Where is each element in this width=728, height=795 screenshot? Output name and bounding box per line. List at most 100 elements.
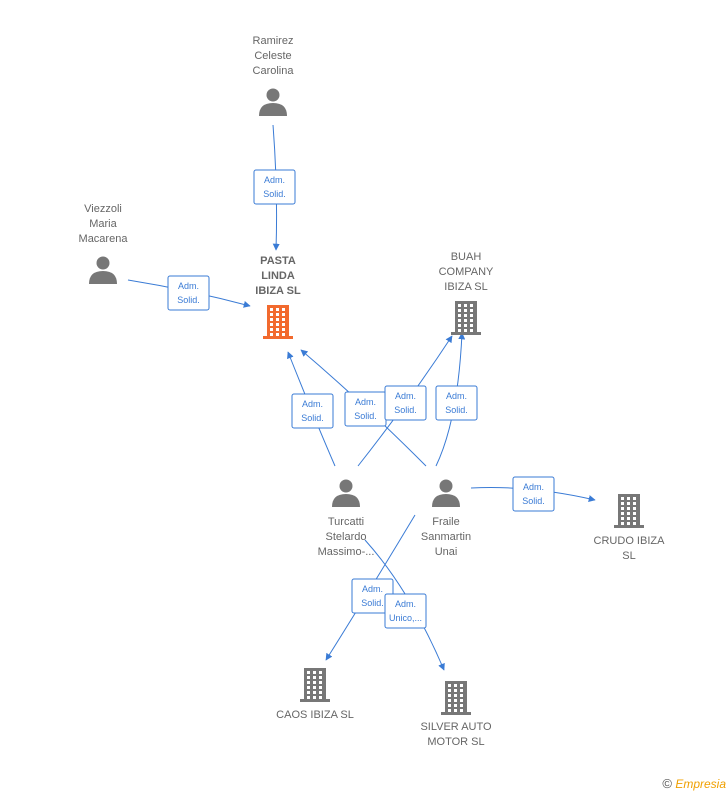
building-window: [464, 319, 467, 322]
building-window: [621, 497, 624, 500]
node-label-line: Sanmartin: [421, 531, 471, 543]
building-window: [276, 333, 279, 336]
building-window: [458, 329, 461, 332]
node-label-line: Ramirez: [253, 35, 294, 47]
building-window: [282, 328, 285, 331]
node-label-line: IBIZA SL: [444, 281, 487, 293]
building-window: [313, 691, 316, 694]
person-body: [332, 494, 360, 507]
building-window: [633, 512, 636, 515]
building-window: [454, 684, 457, 687]
node-buah[interactable]: BUAH COMPANY IBIZA SL: [439, 251, 494, 335]
edge-label-text: Adm.: [302, 399, 323, 409]
building-window: [633, 502, 636, 505]
building-base: [263, 336, 293, 339]
person-head: [339, 479, 353, 493]
building-window: [319, 696, 322, 699]
building-window: [458, 304, 461, 307]
building-window: [313, 686, 316, 689]
node-silver[interactable]: SILVER AUTO MOTOR SL: [420, 681, 492, 748]
node-label-line: BUAH: [451, 251, 482, 263]
building-window: [470, 314, 473, 317]
building-window: [460, 694, 463, 697]
node-label-line: Carolina: [253, 65, 295, 77]
building-window: [313, 696, 316, 699]
edge-label-turcatti-buah[interactable]: Adm.Solid.: [384, 385, 427, 421]
building-window: [282, 333, 285, 336]
edge-label-fraile-buah[interactable]: Adm.Solid.: [435, 385, 478, 421]
edge-label-turcatti-pasta[interactable]: Adm.Solid.: [291, 393, 334, 429]
building-window: [313, 681, 316, 684]
person-head: [96, 256, 110, 270]
building-window: [627, 502, 630, 505]
edge-label-text: Solid.: [522, 496, 545, 506]
edge-label-viezzoli-pasta[interactable]: Adm.Solid.: [167, 275, 210, 311]
building-window: [448, 709, 451, 712]
person-icon: [432, 479, 460, 507]
building-base: [614, 525, 644, 528]
building-window: [470, 319, 473, 322]
building-icon: [300, 668, 330, 702]
node-label-line: MOTOR SL: [427, 736, 484, 748]
building-window: [464, 314, 467, 317]
node-label-line: LINDA: [261, 270, 295, 282]
brand-name: Empresia: [675, 777, 726, 791]
edge-label-text: Adm.: [178, 281, 199, 291]
building-window: [282, 323, 285, 326]
edge-label-box: [384, 385, 427, 421]
building-window: [460, 689, 463, 692]
edge-label-fraile-crudo[interactable]: Adm. Solid.: [512, 476, 555, 512]
building-base: [441, 712, 471, 715]
edge-label-text: Adm.: [395, 599, 416, 609]
building-window: [621, 517, 624, 520]
building-window: [464, 324, 467, 327]
building-window: [307, 691, 310, 694]
building-window: [454, 694, 457, 697]
edge-label-fraile-pasta[interactable]: Adm.Solid.: [344, 391, 387, 427]
building-window: [454, 704, 457, 707]
building-window: [621, 512, 624, 515]
node-crudo[interactable]: CRUDO IBIZA SL: [594, 494, 666, 562]
node-turcatti[interactable]: TurcattiStelardoMassimo-...: [318, 479, 375, 559]
node-label-line: SILVER AUTO: [420, 721, 492, 733]
node-label-line: SL: [622, 550, 635, 562]
building-window: [633, 522, 636, 525]
building-window: [470, 329, 473, 332]
node-label-line: Fraile: [432, 516, 460, 528]
building-icon: [263, 305, 293, 339]
person-body: [432, 494, 460, 507]
edge-label-ramirez-pasta[interactable]: Adm.Solid.: [253, 169, 296, 205]
person-icon: [259, 88, 287, 116]
edge-label-text: Adm.: [523, 482, 544, 492]
person-head: [266, 88, 280, 102]
building-window: [627, 522, 630, 525]
building-window: [633, 507, 636, 510]
building-icon: [451, 301, 481, 335]
building-window: [448, 699, 451, 702]
edge-label-text: Solid.: [361, 598, 384, 608]
building-window: [458, 319, 461, 322]
node-label-line: CAOS IBIZA SL: [276, 709, 354, 721]
node-label-line: COMPANY: [439, 266, 494, 278]
node-label-line: CRUDO IBIZA: [594, 535, 666, 547]
edge-label-box: [291, 393, 334, 429]
building-window: [448, 704, 451, 707]
edge-labels-layer: Adm.Solid.Adm.Solid.Adm.Solid.Adm.Solid.…: [167, 169, 555, 629]
node-label-line: Massimo-...: [318, 546, 375, 558]
building-window: [282, 313, 285, 316]
building-icon: [441, 681, 471, 715]
building-window: [454, 709, 457, 712]
building-window: [319, 686, 322, 689]
building-window: [621, 507, 624, 510]
edge-label-turcatti-silver[interactable]: Adm.Unico,...: [384, 593, 427, 629]
node-caos[interactable]: CAOS IBIZA SL: [276, 668, 354, 721]
building-window: [621, 522, 624, 525]
building-window: [307, 696, 310, 699]
building-window: [454, 689, 457, 692]
building-window: [448, 689, 451, 692]
